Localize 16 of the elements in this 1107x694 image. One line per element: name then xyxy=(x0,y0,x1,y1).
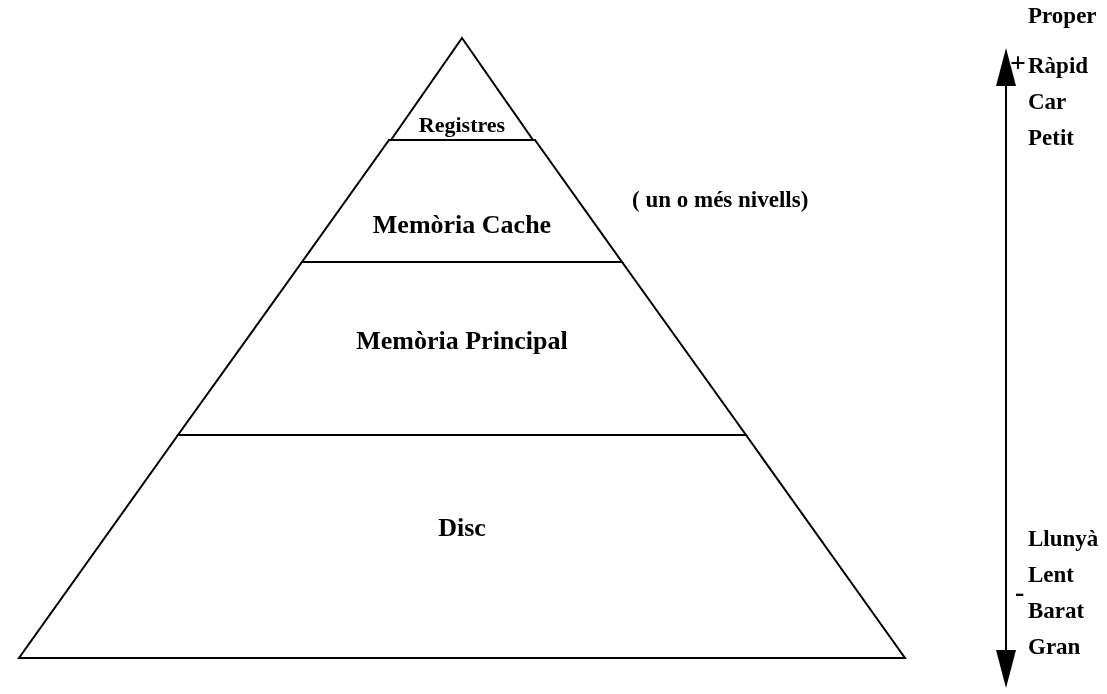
level-label: Memòria Principal xyxy=(355,326,569,356)
scale-label: Lent xyxy=(1028,561,1074,589)
level-label: Disc xyxy=(437,513,487,543)
scale-label: Proper xyxy=(1028,2,1097,30)
scale-label: Gran xyxy=(1028,633,1081,661)
level-label: Registres xyxy=(417,111,507,139)
scale-sign: - xyxy=(1015,578,1025,606)
scale-label: Llunyà xyxy=(1028,525,1099,553)
scale-label: Barat xyxy=(1028,597,1085,625)
scale-sign: + xyxy=(1010,49,1026,77)
scale-label: Car xyxy=(1028,88,1067,116)
note-text: ( un o més nivells) xyxy=(632,186,809,214)
level-label: Memòria Cache xyxy=(371,210,553,240)
scale-label: Ràpid xyxy=(1028,52,1089,80)
scale-label: Petit xyxy=(1028,124,1074,152)
pyramid-level xyxy=(19,435,905,658)
